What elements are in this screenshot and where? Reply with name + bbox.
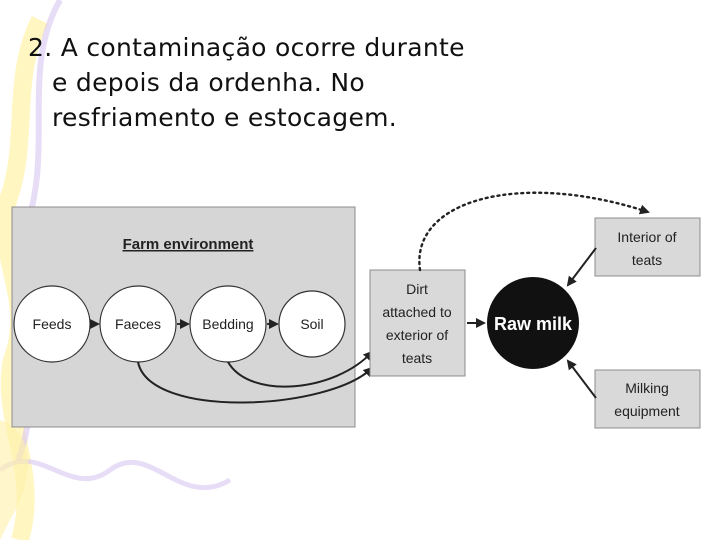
arrow-faeces-to-dirt bbox=[137, 361, 374, 404]
bottom-swirl-decoration bbox=[0, 458, 232, 490]
farm-node-label: Feeds bbox=[33, 316, 72, 332]
farm-node-faeces: Faeces bbox=[99, 285, 177, 363]
arrow-interior-to-raw-milk bbox=[566, 247, 597, 287]
raw-milk-label: Raw milk bbox=[494, 314, 573, 334]
title-line-3: resfriamento e estocagem. bbox=[52, 103, 398, 132]
dirt-attached-box: Dirt attached to exterior of teats bbox=[369, 269, 466, 377]
dirt-box-line: exterior of bbox=[386, 327, 448, 343]
raw-milk-node: Raw milk bbox=[487, 277, 579, 369]
title-line-2: e depois da ordenha. No bbox=[52, 68, 365, 97]
dirt-box-line: Dirt bbox=[406, 281, 428, 297]
farm-node-label: Bedding bbox=[202, 316, 253, 332]
slide-title: 2. A contaminação ocorre durante e depoi… bbox=[28, 30, 668, 135]
farm-node-bedding: Bedding bbox=[189, 285, 267, 363]
interior-of-teats-box: Interior of teats bbox=[594, 217, 701, 277]
interior-box-line: Interior of bbox=[617, 229, 676, 245]
farm-node-feeds: Feeds bbox=[13, 285, 91, 363]
arrow-bedding-to-dirt bbox=[227, 350, 374, 388]
arrow-milking-to-raw-milk bbox=[566, 359, 597, 399]
dirt-box-line: teats bbox=[402, 350, 432, 366]
farm-node-soil: Soil bbox=[278, 290, 346, 358]
title-line-1: 2. A contaminação ocorre durante bbox=[28, 33, 465, 62]
milking-equipment-box: Milking equipment bbox=[594, 369, 701, 429]
farm-environment-title: Farm environment bbox=[123, 236, 254, 253]
interior-box-line: teats bbox=[632, 252, 662, 268]
bottom-left-leaf-decoration bbox=[0, 420, 29, 540]
farm-node-label: Faeces bbox=[115, 316, 161, 332]
farm-node-label: Soil bbox=[300, 316, 323, 332]
dotted-arrow-dirt-to-interior bbox=[418, 191, 650, 272]
dirt-box-line: attached to bbox=[382, 304, 451, 320]
milking-box-line: equipment bbox=[614, 403, 679, 419]
milking-box-line: Milking bbox=[625, 380, 669, 396]
